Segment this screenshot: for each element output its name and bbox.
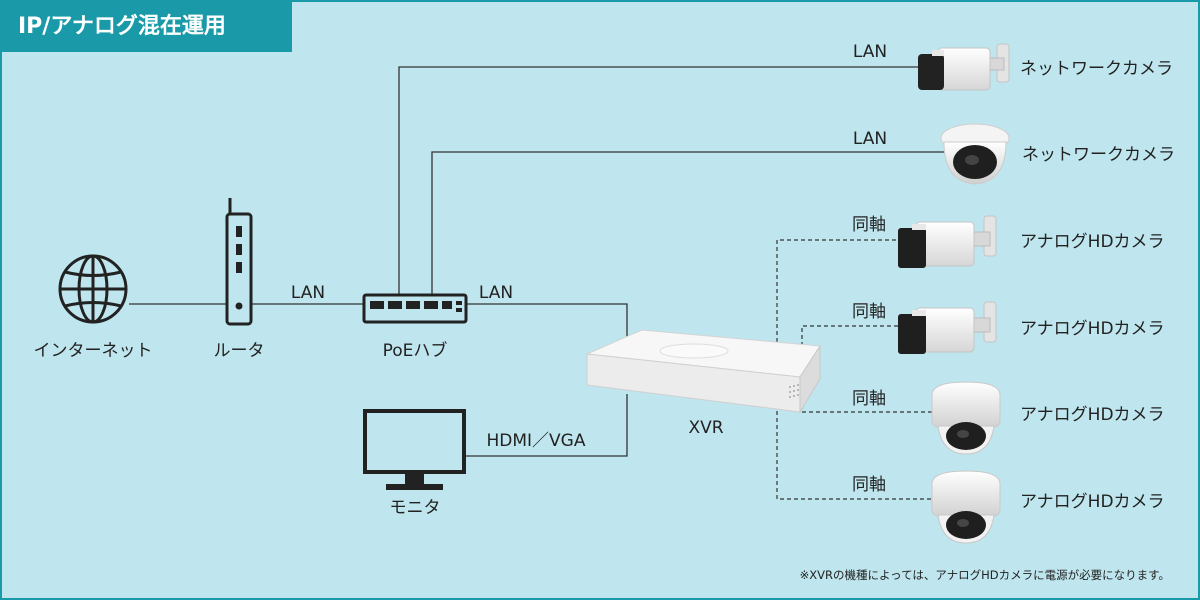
router-icon bbox=[225, 198, 253, 326]
link-label-monitor-xvr: HDMI／VGA bbox=[487, 431, 586, 451]
label-poe-hub: PoEハブ bbox=[383, 340, 448, 361]
label-xvr: XVR bbox=[688, 418, 723, 438]
line-hub-xvr bbox=[466, 303, 628, 342]
camera-label-6: アナログHDカメラ bbox=[1020, 492, 1165, 512]
link-label-cam1: LAN bbox=[853, 42, 887, 62]
analog-dome-camera-6 bbox=[931, 470, 1001, 544]
link-label-cam4: 同軸 bbox=[852, 302, 886, 322]
analog-dome-camera-5 bbox=[931, 381, 1001, 455]
link-label-hub-xvr: LAN bbox=[479, 283, 513, 303]
line-xvr-cam6 bbox=[776, 390, 934, 500]
footnote: ※XVRの機種によっては、アナログHDカメラに電源が必要になります。 bbox=[800, 568, 1170, 582]
camera-label-3: アナログHDカメラ bbox=[1020, 232, 1165, 252]
label-internet: インターネット bbox=[34, 341, 153, 361]
analog-bullet-camera-4 bbox=[898, 301, 997, 354]
poe-hub-icon bbox=[362, 293, 468, 324]
camera-label-1: ネットワークカメラ bbox=[1020, 59, 1173, 79]
line-hub-cam1 bbox=[398, 66, 920, 296]
network-dome-camera-2 bbox=[940, 123, 1010, 185]
analog-bullet-camera-3 bbox=[898, 215, 997, 268]
xvr-device bbox=[585, 329, 821, 414]
solid-connections bbox=[129, 66, 945, 457]
label-monitor: モニタ bbox=[390, 498, 441, 518]
globe-icon bbox=[58, 254, 128, 324]
camera-label-2: ネットワークカメラ bbox=[1022, 145, 1175, 165]
monitor-icon bbox=[363, 409, 466, 490]
link-label-cam2: LAN bbox=[853, 129, 887, 149]
link-label-cam5: 同軸 bbox=[852, 389, 886, 409]
camera-label-5: アナログHDカメラ bbox=[1020, 405, 1165, 425]
line-hub-cam2 bbox=[431, 151, 945, 296]
diagram-title: IP/アナログ混在運用 bbox=[2, 2, 292, 52]
link-label-cam3: 同軸 bbox=[852, 215, 886, 235]
link-label-cam6: 同軸 bbox=[852, 475, 886, 495]
network-bullet-camera-1 bbox=[918, 43, 1010, 91]
line-xvr-cam3 bbox=[776, 239, 900, 377]
line-monitor-xvr bbox=[465, 394, 628, 457]
label-router: ルータ bbox=[214, 341, 265, 361]
link-label-router-hub: LAN bbox=[291, 283, 325, 303]
camera-label-4: アナログHDカメラ bbox=[1020, 319, 1165, 339]
